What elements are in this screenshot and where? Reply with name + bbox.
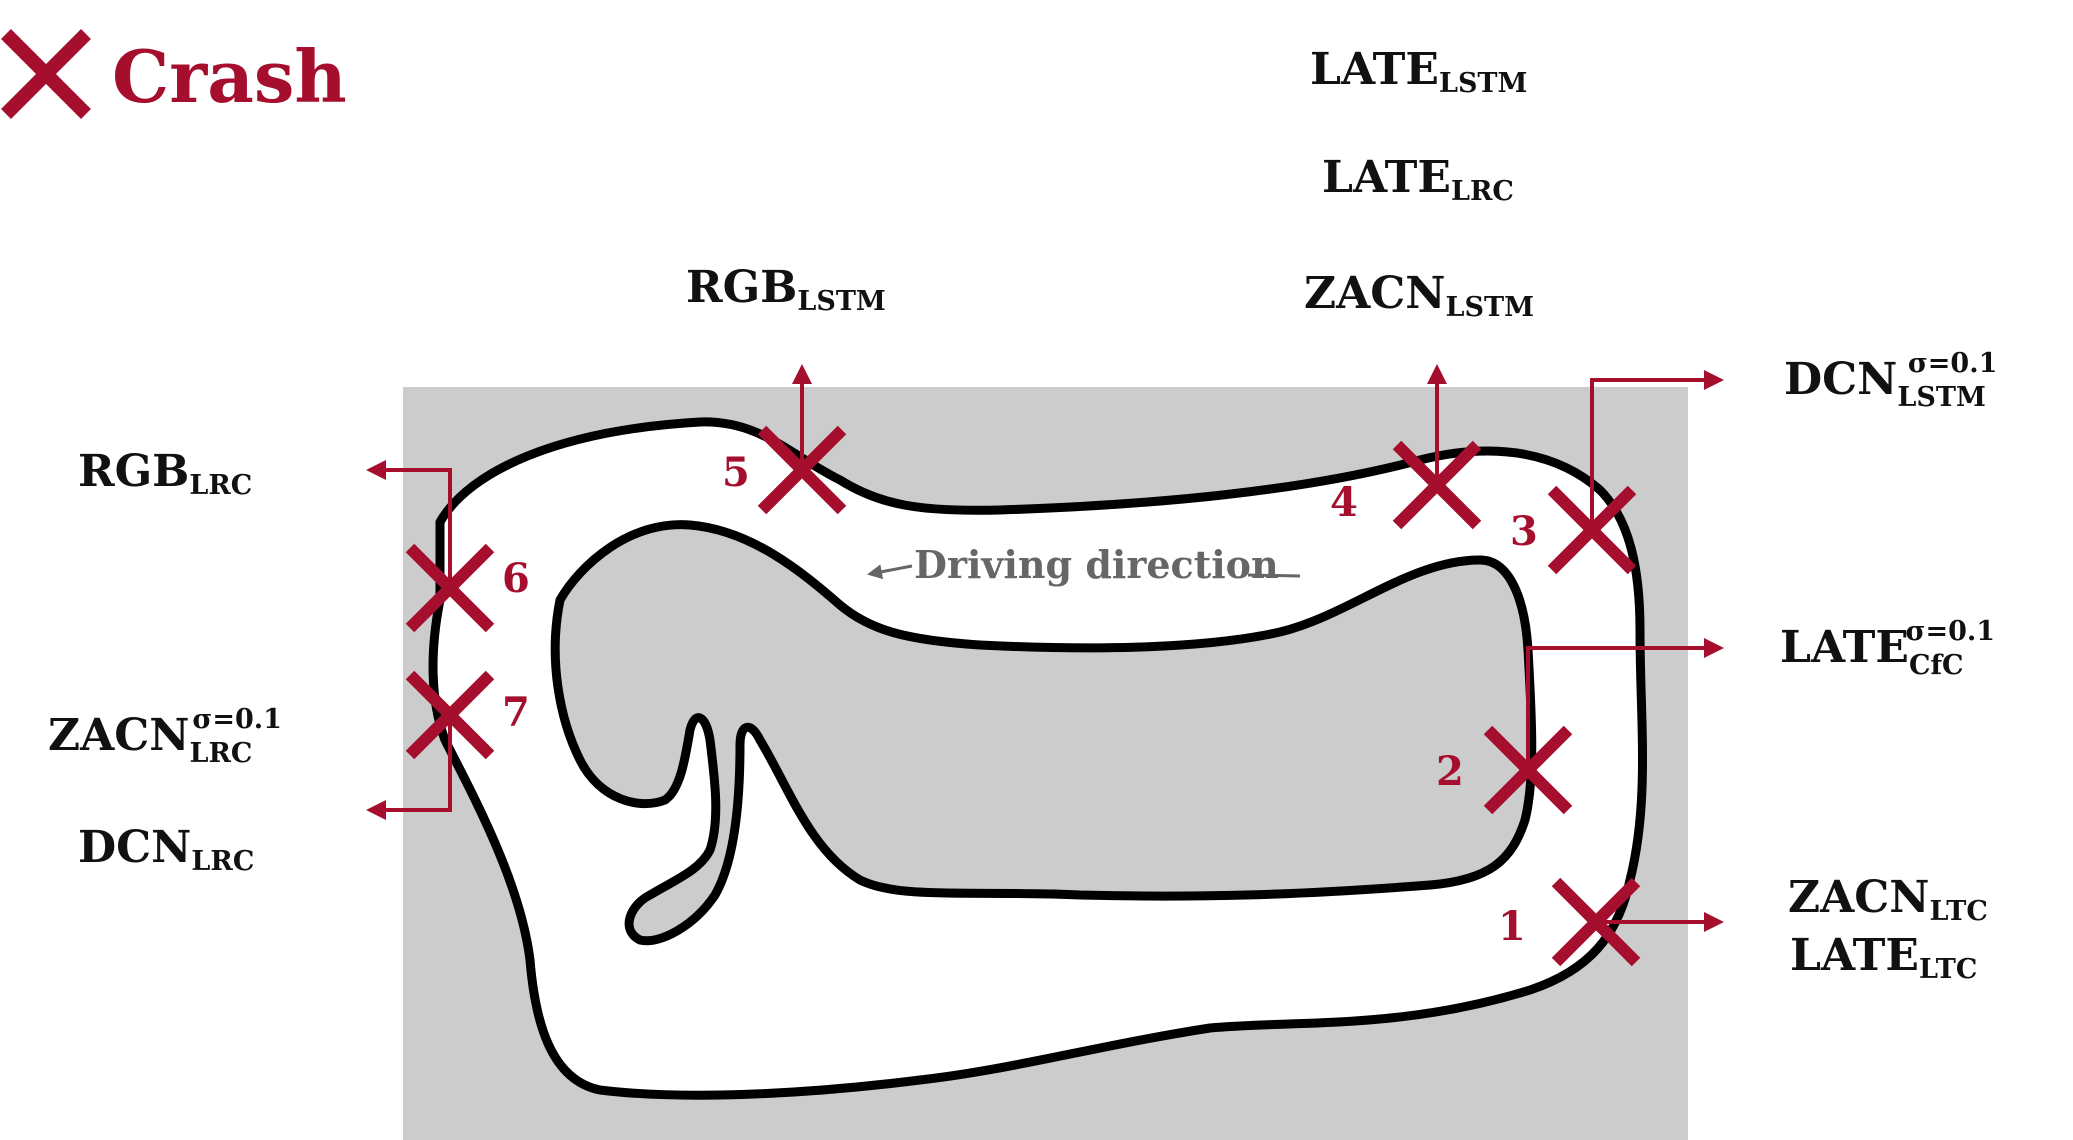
model-sup: σ=0.1 bbox=[1906, 616, 1996, 647]
model-base: ZACN bbox=[1788, 872, 1930, 923]
track-inner bbox=[550, 520, 1537, 946]
model-sub: CfC bbox=[1909, 650, 1964, 681]
x-cross-icon bbox=[405, 670, 495, 760]
model-sub: LSTM bbox=[1897, 382, 1985, 413]
model-base: DCN bbox=[1784, 354, 1897, 405]
driving-direction-label: Driving direction bbox=[914, 542, 1279, 587]
crash-marker-3 bbox=[1547, 485, 1637, 575]
model-label-late-cfc: LATECfCσ=0.1 bbox=[1780, 616, 1995, 681]
crash-marker-6 bbox=[405, 543, 495, 633]
x-cross-icon bbox=[1392, 440, 1482, 530]
driving-direction-tail bbox=[1247, 573, 1301, 578]
legend: Crash bbox=[1, 29, 347, 119]
crash-number-7: 7 bbox=[502, 689, 530, 736]
model-base: ZACN bbox=[48, 710, 190, 761]
crash-number-5: 5 bbox=[722, 449, 750, 496]
model-sub: LRC bbox=[190, 738, 253, 769]
model-label-dcn-lrc: DCNLRC bbox=[78, 822, 254, 877]
leader-crash-2 bbox=[1526, 638, 1724, 770]
leader-crash-3 bbox=[1590, 370, 1724, 530]
model-label-late-lstm: LATELSTM bbox=[1310, 44, 1527, 99]
model-sub: LTC bbox=[1930, 896, 1988, 927]
model-base: RGB bbox=[686, 262, 797, 313]
crash-number-3: 3 bbox=[1510, 508, 1538, 555]
crash-number-4: 4 bbox=[1330, 479, 1358, 526]
crash-marker-4 bbox=[1392, 440, 1482, 530]
crash-number-6: 6 bbox=[502, 555, 530, 602]
driving-direction-arrow bbox=[867, 564, 913, 580]
model-label-zacn-lrc: ZACNLRCσ=0.1 bbox=[48, 704, 282, 769]
driving-direction: Driving direction bbox=[867, 542, 1301, 587]
model-labels: ZACNLTC LATELTC LATECfCσ=0.1 DCNLSTMσ=0.… bbox=[48, 44, 1997, 985]
crash-marker-1 bbox=[1551, 877, 1641, 967]
model-sub: LSTM bbox=[1446, 292, 1534, 323]
model-sub: LSTM bbox=[797, 286, 885, 317]
crash-markers bbox=[405, 425, 1641, 967]
model-base: DCN bbox=[78, 822, 191, 873]
crash-number-1: 1 bbox=[1498, 903, 1526, 950]
legend-label: Crash bbox=[112, 34, 347, 119]
model-label-late-ltc: LATELTC bbox=[1790, 930, 1977, 985]
model-label-zacn-lstm: ZACNLSTM bbox=[1304, 268, 1534, 323]
crash-marker-2 bbox=[1483, 725, 1573, 815]
x-cross-icon bbox=[1, 29, 91, 119]
model-base: RGB bbox=[78, 446, 189, 497]
x-cross-icon bbox=[1547, 485, 1637, 575]
model-base: LATE bbox=[1790, 930, 1919, 981]
model-label-rgb-lstm: RGBLSTM bbox=[686, 262, 886, 317]
model-base: LATE bbox=[1310, 44, 1439, 95]
model-label-rgb-lrc: RGBLRC bbox=[78, 446, 252, 501]
model-sub: LRC bbox=[189, 470, 252, 501]
model-label-dcn-lstm: DCNLSTMσ=0.1 bbox=[1784, 348, 1997, 413]
model-sub: LSTM bbox=[1439, 68, 1527, 99]
model-base: ZACN bbox=[1304, 268, 1446, 319]
crash-marker-5 bbox=[757, 425, 847, 515]
x-cross-icon bbox=[1483, 725, 1573, 815]
x-cross-icon bbox=[757, 425, 847, 515]
model-sub: LTC bbox=[1919, 954, 1977, 985]
model-label-late-lrc: LATELRC bbox=[1322, 152, 1514, 207]
crash-number-2: 2 bbox=[1436, 748, 1464, 795]
crash-marker-7 bbox=[405, 670, 495, 760]
model-sup: σ=0.1 bbox=[1908, 348, 1998, 379]
x-cross-icon bbox=[405, 543, 495, 633]
model-label-zacn-ltc: ZACNLTC bbox=[1788, 872, 1988, 927]
model-base: LATE bbox=[1780, 622, 1909, 673]
leader-lines bbox=[366, 364, 1724, 932]
model-base: LATE bbox=[1322, 152, 1451, 203]
leader-crash-7 bbox=[366, 715, 452, 820]
model-sub: LRC bbox=[1451, 176, 1514, 207]
leader-crash-6 bbox=[366, 460, 452, 588]
model-sup: σ=0.1 bbox=[192, 704, 282, 735]
model-sub: LRC bbox=[191, 846, 254, 877]
x-cross-icon bbox=[1551, 877, 1641, 967]
crash-numbers: 1 2 3 4 5 6 7 bbox=[502, 449, 1538, 950]
